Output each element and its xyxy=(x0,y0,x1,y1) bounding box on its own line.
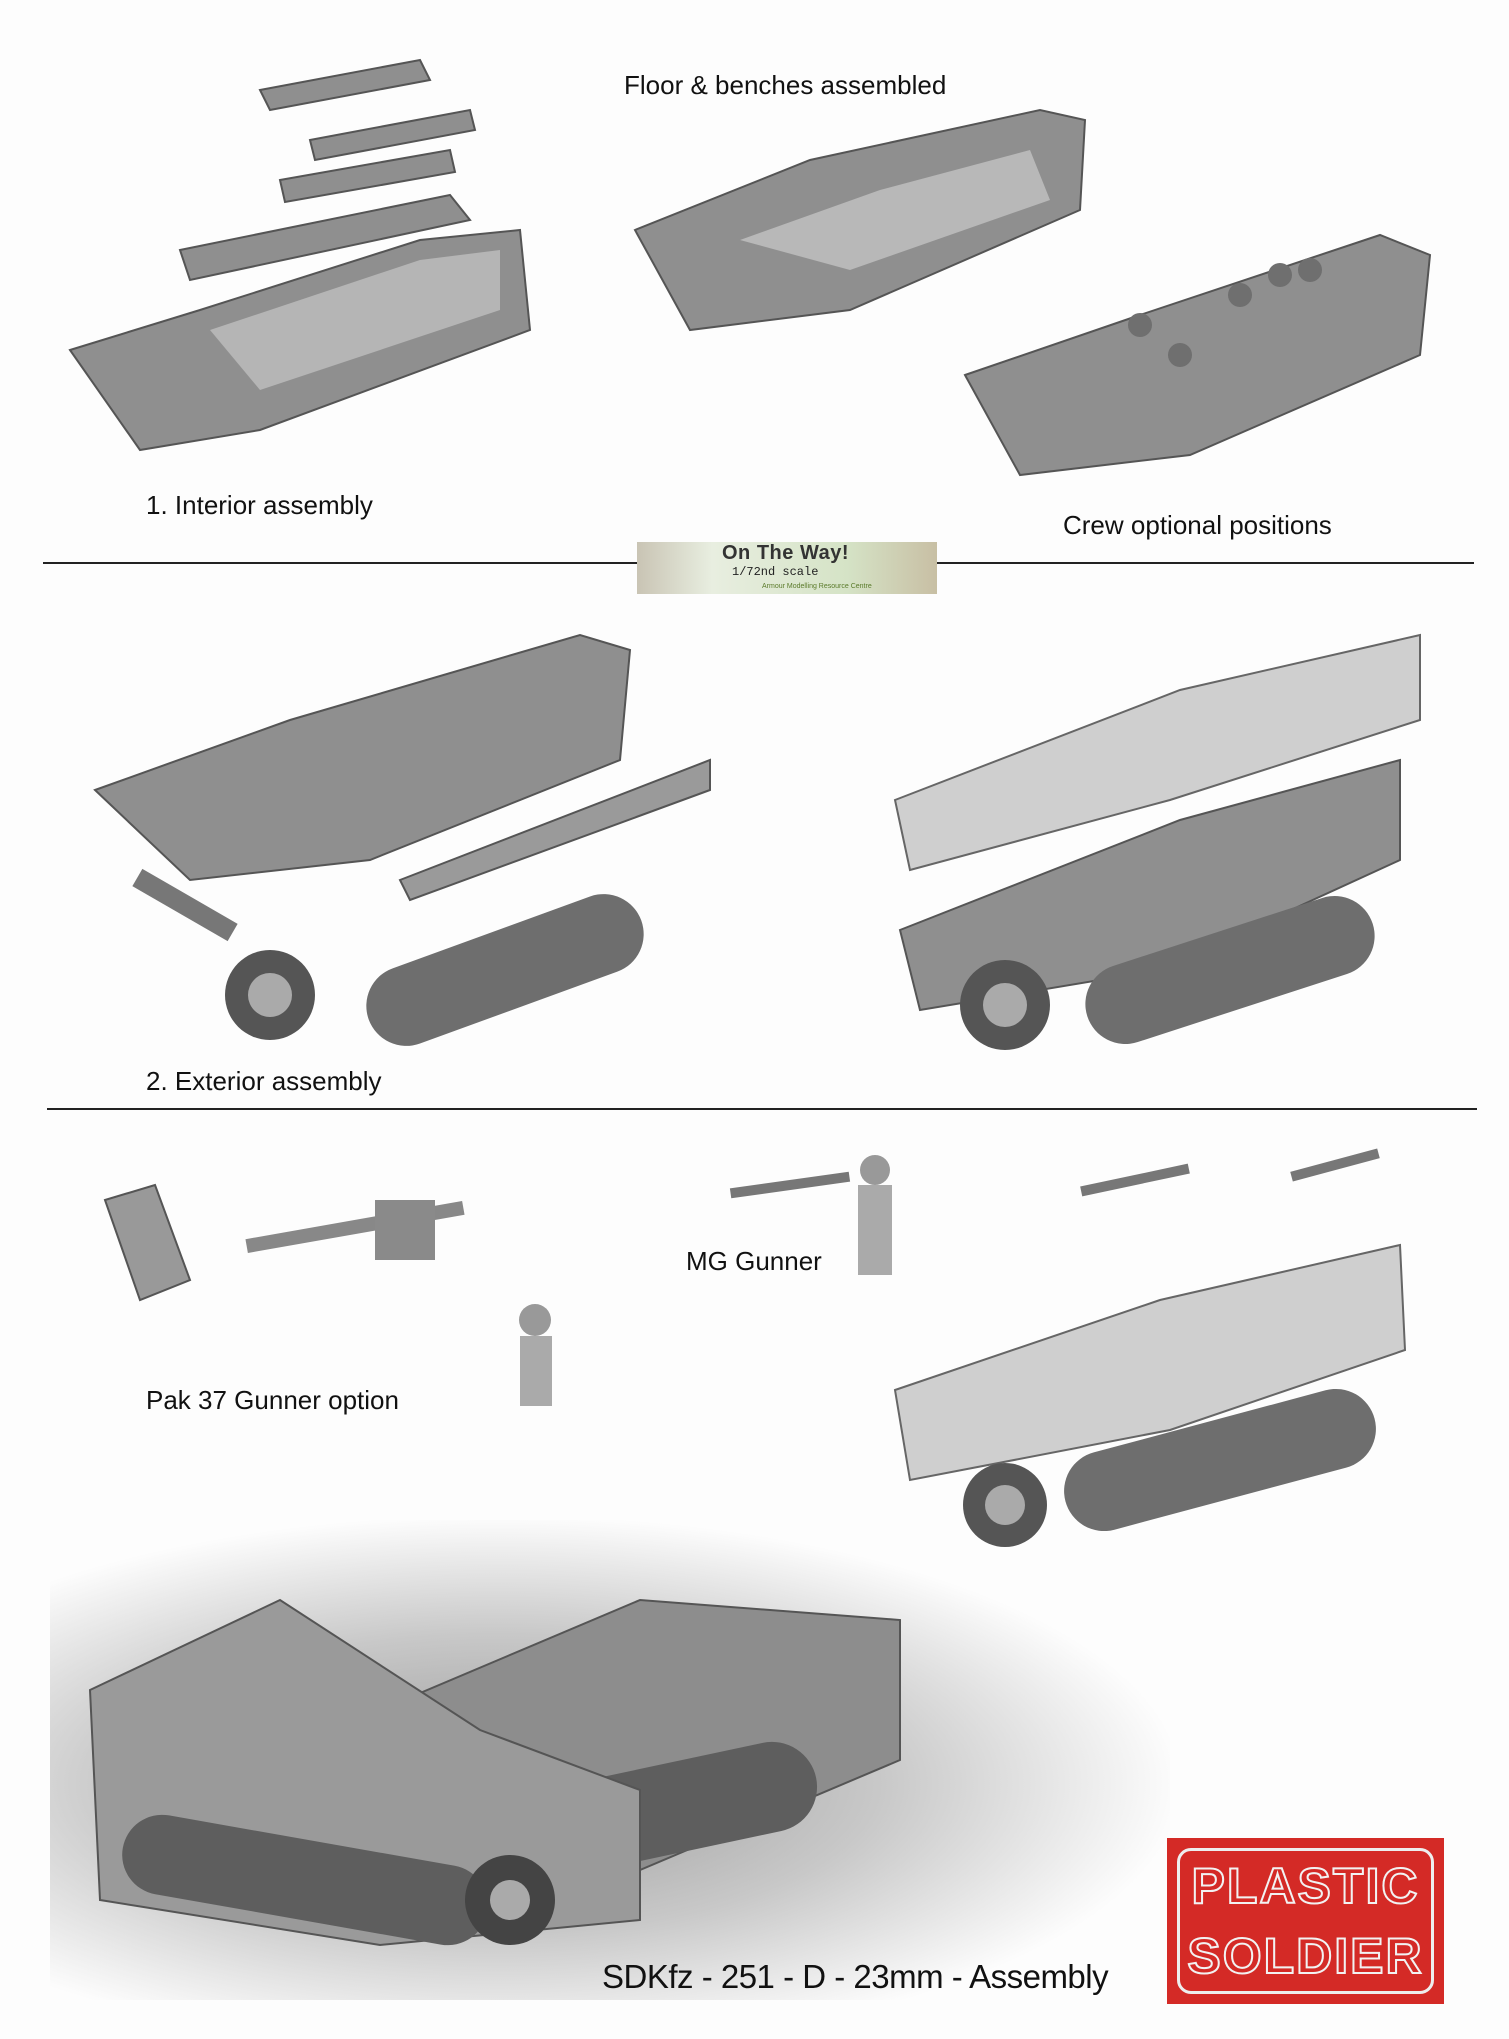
interior-assembly-label: 1. Interior assembly xyxy=(146,490,373,520)
banner-title: On The Way! xyxy=(722,542,849,564)
logo-line-2: SOLDIER xyxy=(1186,1928,1424,1984)
exterior-parts-figure xyxy=(93,633,711,1046)
pak37-parts-figure xyxy=(103,1183,552,1406)
floor-benches-label: Floor & benches assembled xyxy=(624,70,947,100)
section-divider-2 xyxy=(47,1108,1477,1110)
interior-parts-exploded-figure xyxy=(68,58,532,452)
plastic-soldier-logo: PLASTIC SOLDIER xyxy=(1167,1838,1444,2004)
pak-gunner-label: Pak 37 Gunner option xyxy=(146,1385,399,1415)
banner-scale: 1/72nd scale xyxy=(732,565,819,579)
assembled-models-photo xyxy=(88,1598,901,1947)
exterior-assembly-label: 2. Exterior assembly xyxy=(146,1066,382,1096)
on-the-way-banner: On The Way! 1/72nd scale Armour Modellin… xyxy=(637,542,937,594)
crew-positions-label: Crew optional positions xyxy=(1063,510,1332,540)
mg-gunner-label: MG Gunner xyxy=(686,1246,822,1276)
mg-gunner-parts-figure xyxy=(729,1148,1380,1275)
banner-subtitle: Armour Modelling Resource Centre xyxy=(762,583,872,590)
mg-assembled-figure xyxy=(893,1243,1407,1547)
footer-title: SDKfz - 251 - D - 23mm - Assembly xyxy=(602,1958,1109,1995)
logo-line-1: PLASTIC xyxy=(1191,1858,1420,1914)
crew-positions-figure xyxy=(963,233,1432,477)
floor-benches-figure xyxy=(633,108,1087,332)
exterior-assembled-figure xyxy=(893,633,1421,1050)
